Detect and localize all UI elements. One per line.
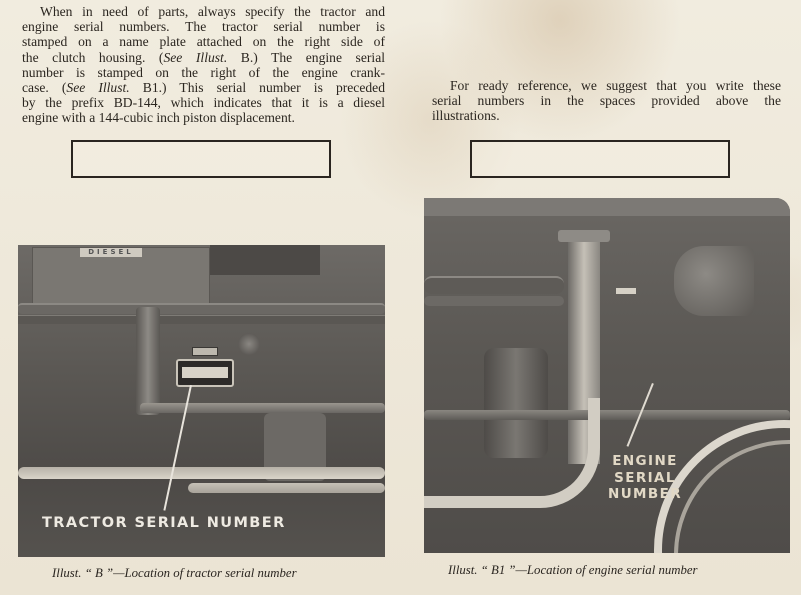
fuel-line — [18, 303, 385, 314]
text-line: engine with a 144-cubic inch piston disp… — [22, 110, 295, 126]
fuel-filter — [484, 348, 548, 458]
diesel-badge: DIESEL — [80, 248, 142, 257]
text-line: the clutch housing. (See Illust. B.) The… — [22, 49, 385, 65]
tractor-serial-number-label: TRACTOR SERIAL NUMBER — [42, 515, 286, 531]
text-line: engine serial numbers. The tractor seria… — [22, 19, 385, 35]
vertical-pipe — [136, 307, 160, 415]
tractor-name-plate — [176, 359, 234, 387]
text-line: number is stamped on the right of the en… — [22, 64, 385, 80]
radiator-panel — [210, 245, 320, 275]
oil-filler-cap — [238, 333, 260, 355]
fuel-line — [424, 276, 564, 294]
fuel-line — [424, 296, 564, 306]
text-line: illustrations. — [432, 108, 500, 124]
tractor-serial-instructions: When in need of parts, always specify th… — [22, 4, 385, 126]
text-line: For ready reference, we suggest that you… — [450, 78, 781, 93]
engine-crankcase-photo: ENGINE SERIAL NUMBER — [424, 198, 790, 553]
text-line: case. (See Illust. B1.) This serial numb… — [22, 80, 385, 96]
tractor-serial-number-box[interactable] — [71, 140, 331, 178]
fuel-line — [18, 315, 385, 324]
exhaust-pipe — [18, 467, 385, 479]
tractor-clutch-housing-photo: DIESEL TRACTOR SERIAL NUMBER — [18, 245, 385, 557]
small-tag — [616, 288, 636, 294]
engine-serial-number-box[interactable] — [470, 140, 730, 178]
reference-suggestion-text: For ready reference, we suggest that you… — [432, 78, 781, 124]
engine-serial-number-label: ENGINE SERIAL NUMBER — [608, 453, 683, 502]
text-line: by the prefix BD-144, which indicates th… — [22, 95, 385, 111]
injection-pump — [674, 246, 754, 316]
figure-caption-b: Illust. “ B ”—Location of tractor serial… — [52, 566, 297, 580]
text-line: When in need of parts, always specify th… — [40, 4, 385, 19]
text-line: serial numbers in the spaces provided ab… — [432, 93, 781, 109]
text-line: stamped on a name plate attached on the … — [22, 34, 385, 50]
tie-rod — [140, 403, 385, 413]
frame-rail — [424, 198, 790, 216]
tie-rod — [424, 410, 790, 420]
exhaust-pipe — [424, 398, 600, 508]
pipe-flange — [558, 230, 610, 242]
figure-caption-b1: Illust. “ B1 ”—Location of engine serial… — [448, 563, 698, 577]
exhaust-pipe — [188, 483, 385, 493]
small-tag — [192, 347, 218, 356]
